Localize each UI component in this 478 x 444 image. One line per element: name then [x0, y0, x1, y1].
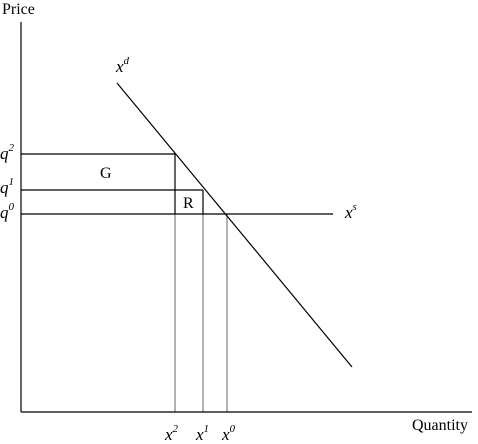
price-label-q2: q2: [0, 142, 15, 163]
region-r-label: R: [183, 195, 194, 212]
quantity-label-x2: x2: [164, 423, 179, 444]
supply-curve-label: xs: [344, 201, 357, 222]
x-axis-label: Quantity: [412, 417, 468, 434]
quantity-label-x1: x1: [195, 423, 209, 444]
demand-curve: [116, 82, 353, 368]
price-label-q0: q0: [0, 201, 15, 222]
quantity-label-x0: x0: [221, 423, 236, 444]
region-g-label: G: [100, 165, 112, 182]
demand-curve-label: xd: [115, 55, 130, 76]
y-axis-label: Price: [2, 1, 35, 18]
price-label-q1: q1: [0, 176, 14, 197]
